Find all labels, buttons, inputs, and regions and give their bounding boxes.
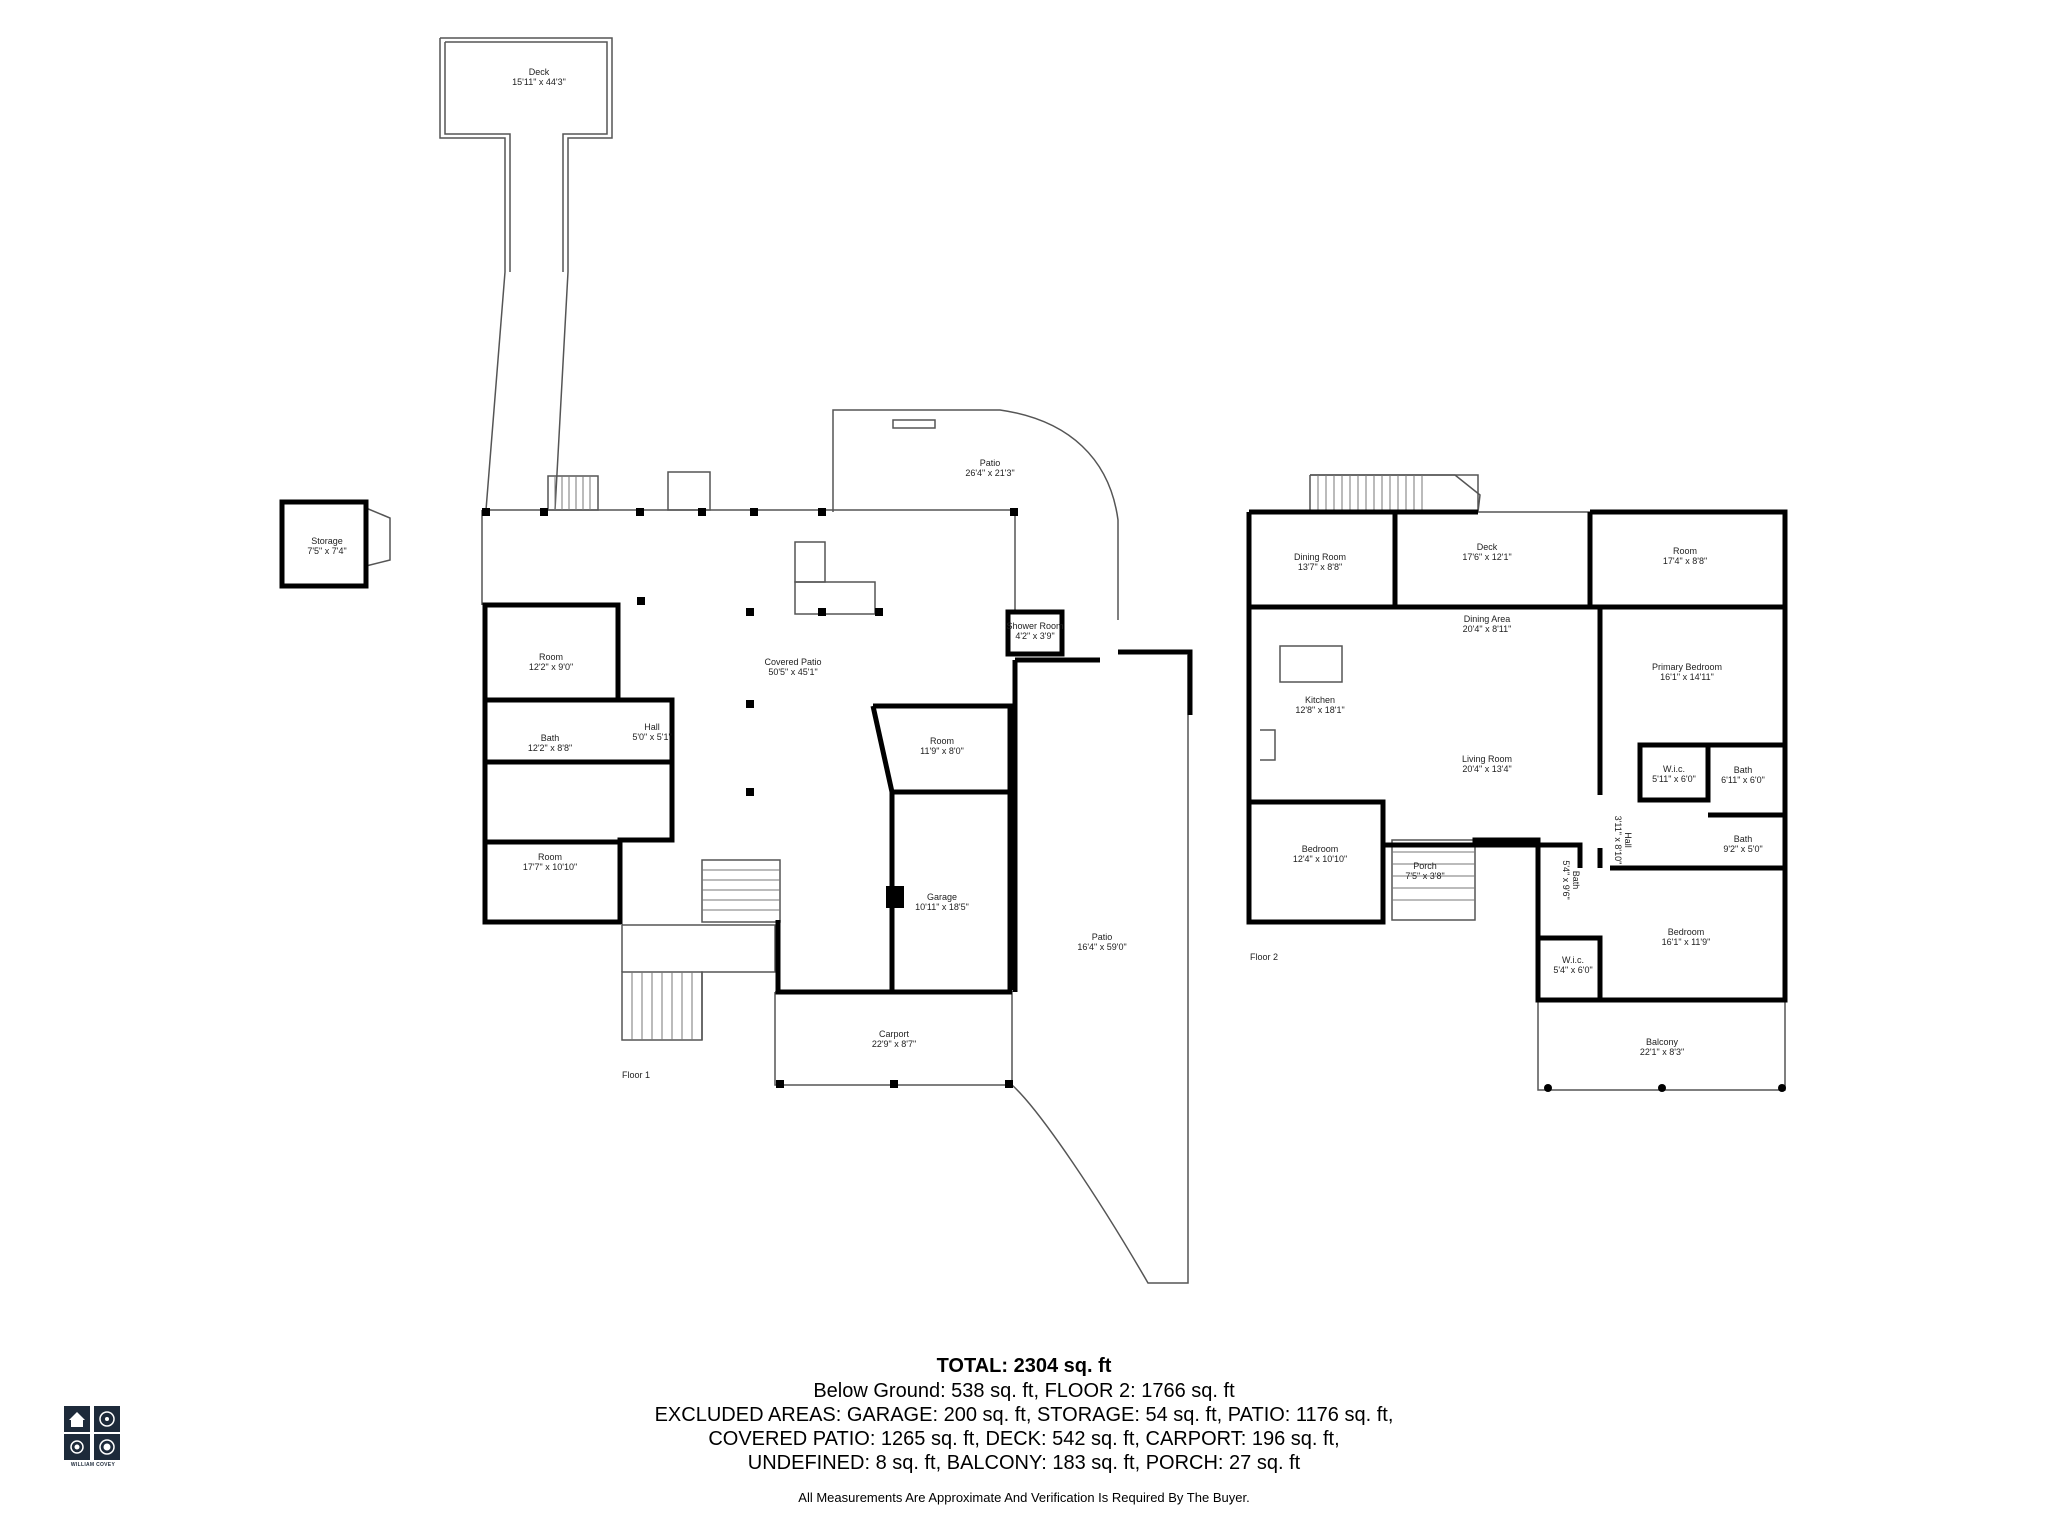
- disclaimer: All Measurements Are Approximate And Ver…: [798, 1490, 1250, 1505]
- room-dimensions: 4'2" x 3'9": [1015, 631, 1054, 641]
- room-dimensions: 5'4" x 9'6": [1561, 860, 1571, 899]
- room-dimensions: 15'11" x 44'3": [512, 77, 566, 87]
- area-summary: TOTAL: 2304 sq. ft Below Ground: 538 sq.…: [0, 1354, 2048, 1475]
- room-name: Bath: [541, 733, 560, 743]
- summary-line-1: Below Ground: 538 sq. ft, FLOOR 2: 1766 …: [813, 1380, 1235, 1402]
- camera-icon: [64, 1434, 90, 1460]
- room-dimensions: 17'4" x 8'8": [1663, 556, 1707, 566]
- room-dimensions: 6'11" x 6'0": [1721, 775, 1765, 785]
- room-name: Room: [1673, 546, 1697, 556]
- room-name: Deck: [1477, 542, 1498, 552]
- room-name: Dining Room: [1294, 552, 1346, 562]
- room-name: Kitchen: [1305, 695, 1335, 705]
- total-area: TOTAL: 2304 sq. ft: [936, 1355, 1112, 1377]
- room-name: W.i.c.: [1663, 764, 1685, 774]
- house-icon: [64, 1406, 90, 1432]
- room-dimensions: 10'11" x 18'5": [915, 902, 969, 912]
- room-dimensions: 26'4" x 21'3": [965, 468, 1014, 478]
- floor-1-label: Floor 1: [622, 1070, 650, 1080]
- room-name: Bath: [1734, 765, 1753, 775]
- room-dimensions: 17'6" x 12'1": [1462, 552, 1511, 562]
- room-name: Room: [539, 652, 563, 662]
- room-dimensions: 16'1" x 11'9": [1662, 937, 1711, 947]
- room-name: Bath: [1734, 834, 1753, 844]
- room-dimensions: 12'2" x 9'0": [529, 662, 573, 672]
- room-dimensions: 20'4" x 13'4": [1462, 764, 1511, 774]
- room-name: W.i.c.: [1562, 955, 1584, 965]
- room-name: Room: [930, 736, 954, 746]
- summary-line-3: COVERED PATIO: 1265 sq. ft, DECK: 542 sq…: [708, 1428, 1340, 1450]
- room-name: Dining Area: [1464, 614, 1511, 624]
- room-name: Porch: [1413, 861, 1437, 871]
- room-name: Deck: [529, 67, 550, 77]
- room-name: Bath: [1571, 871, 1581, 890]
- room-dimensions: 12'2" x 8'8": [528, 743, 572, 753]
- room-dimensions: 22'1" x 8'3": [1640, 1047, 1684, 1057]
- room-dimensions: 11'9" x 8'0": [920, 746, 964, 756]
- room-name: Hall: [1623, 832, 1633, 848]
- room-dimensions: 16'4" x 59'0": [1077, 942, 1126, 952]
- room-name: Shower Room: [1006, 621, 1063, 631]
- room-name: Living Room: [1462, 754, 1512, 764]
- aperture-icon: [94, 1406, 120, 1432]
- room-dimensions: 5'11" x 6'0": [1652, 774, 1696, 784]
- room-dimensions: 20'4" x 8'11": [1463, 624, 1512, 634]
- target-icon: [94, 1434, 120, 1460]
- logo-text: WILLIAM COVEY: [70, 1462, 116, 1468]
- room-name: Primary Bedroom: [1652, 662, 1722, 672]
- room-dimensions: 50'5" x 45'1": [768, 667, 817, 677]
- room-dimensions: 3'11" x 8'10": [1613, 816, 1623, 865]
- summary-line-2: EXCLUDED AREAS: GARAGE: 200 sq. ft, STOR…: [654, 1404, 1394, 1426]
- room-name: Patio: [980, 458, 1001, 468]
- room-name: Covered Patio: [764, 657, 821, 667]
- room-name: Garage: [927, 892, 957, 902]
- room-name: Bedroom: [1302, 844, 1339, 854]
- room-dimensions: 5'4" x 6'0": [1553, 965, 1592, 975]
- room-name: Room: [538, 852, 562, 862]
- room-name: Bedroom: [1668, 927, 1705, 937]
- room-dimensions: 12'8" x 18'1": [1295, 705, 1344, 715]
- room-dimensions: 17'7" x 10'10": [523, 862, 577, 872]
- room-dimensions: 16'1" x 14'11": [1660, 672, 1714, 682]
- room-dimensions: 12'4" x 10'10": [1293, 854, 1347, 864]
- room-name: Carport: [879, 1029, 910, 1039]
- room-name: Storage: [311, 536, 343, 546]
- room-dimensions: 13'7" x 8'8": [1298, 562, 1342, 572]
- room-dimensions: 22'9" x 8'7": [872, 1039, 916, 1049]
- room-name: Patio: [1092, 932, 1113, 942]
- room-dimensions: 7'5" x 7'4": [307, 546, 346, 556]
- room-name: Balcony: [1646, 1037, 1679, 1047]
- room-dimensions: 9'2" x 5'0": [1723, 844, 1762, 854]
- room-dimensions: 7'5" x 3'8": [1405, 871, 1444, 881]
- floor-2-label: Floor 2: [1250, 952, 1278, 962]
- summary-line-4: UNDEFINED: 8 sq. ft, BALCONY: 183 sq. ft…: [747, 1452, 1301, 1474]
- room-dimensions: 5'0" x 5'1": [632, 732, 671, 742]
- room-name: Hall: [644, 722, 660, 732]
